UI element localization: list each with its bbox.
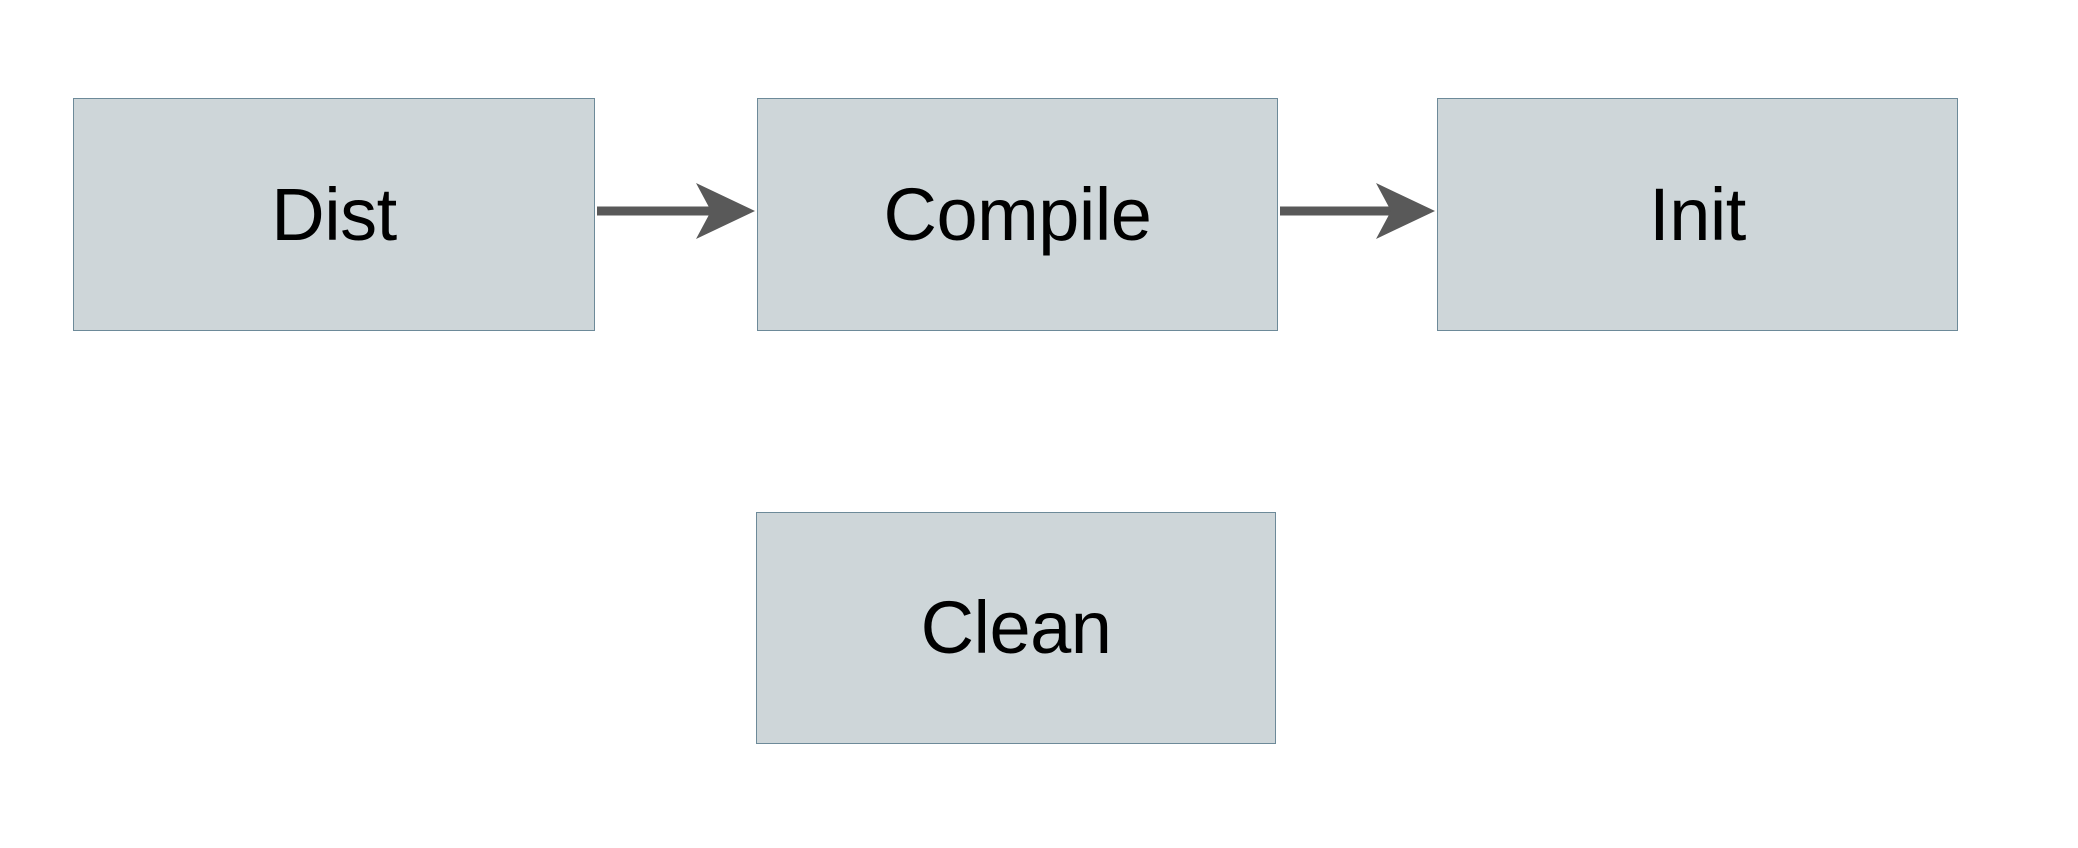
node-label-clean: Clean bbox=[920, 586, 1112, 669]
node-init[interactable]: Init bbox=[1437, 98, 1958, 331]
node-dist[interactable]: Dist bbox=[73, 98, 595, 331]
edge-compile-to-init[interactable] bbox=[1280, 183, 1435, 239]
node-label-dist: Dist bbox=[271, 172, 397, 256]
node-label-init: Init bbox=[1649, 172, 1746, 256]
arrowhead-icon bbox=[696, 183, 755, 239]
node-compile[interactable]: Compile bbox=[757, 98, 1278, 331]
node-clean[interactable]: Clean bbox=[756, 512, 1276, 744]
arrowhead-icon bbox=[1376, 183, 1435, 239]
node-label-compile: Compile bbox=[883, 172, 1152, 256]
edge-dist-to-compile[interactable] bbox=[597, 183, 755, 239]
